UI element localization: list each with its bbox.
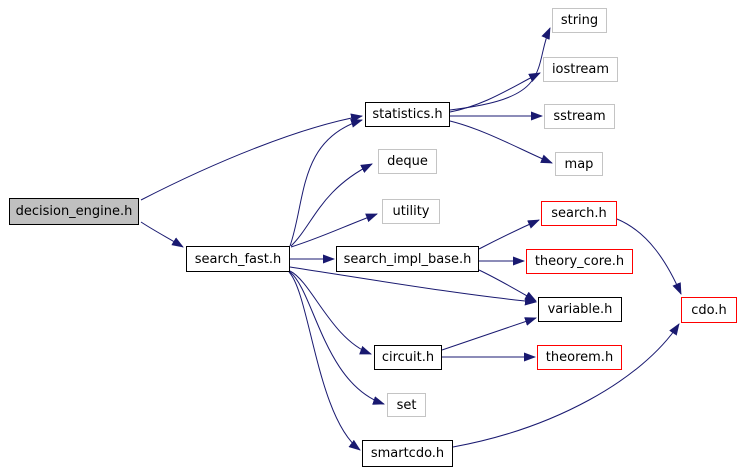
node-theorem_h[interactable]: theorem.h: [537, 345, 622, 370]
edge-statistics_h-to-string: [449, 27, 551, 111]
node-search_fast_h[interactable]: search_fast.h: [186, 246, 290, 272]
node-label: iostream: [551, 62, 610, 77]
node-label: decision_engine.h: [15, 204, 133, 219]
edge-search_fast_h-to-variable_h: [289, 266, 537, 306]
node-label: smartcdo.h: [370, 446, 445, 461]
node-deque: deque: [378, 149, 437, 174]
node-decision_engine_h: decision_engine.h: [9, 198, 139, 225]
node-label: theorem.h: [545, 350, 614, 365]
node-label: search_fast.h: [194, 251, 282, 267]
node-string: string: [552, 8, 607, 33]
node-label: map: [564, 156, 594, 172]
node-label: cdo.h: [691, 302, 727, 318]
node-label: sstream: [553, 109, 606, 124]
edge-decision_engine_h-to-search_fast_h: [140, 221, 184, 248]
node-label: search_impl_base.h: [343, 251, 472, 267]
node-smartcdo_h[interactable]: smartcdo.h: [362, 440, 453, 467]
node-statistics_h[interactable]: statistics.h: [365, 102, 450, 127]
edge-search_impl_base_h-to-search_h: [478, 219, 540, 250]
edge-search_fast_h-to-set: [289, 271, 385, 405]
edge-search_h-to-cdo_h: [616, 218, 682, 295]
edge-statistics_h-to-iostream: [449, 72, 541, 113]
node-set: set: [387, 393, 426, 417]
node-theory_core_h[interactable]: theory_core.h: [526, 249, 633, 274]
node-label: theory_core.h: [534, 254, 625, 269]
edge-smartcdo_h-to-cdo_h: [452, 323, 680, 448]
node-label: circuit.h: [381, 350, 435, 365]
node-map: map: [555, 152, 603, 176]
node-search_h[interactable]: search.h: [541, 201, 617, 226]
node-label: search.h: [551, 206, 607, 221]
node-label: utility: [392, 204, 430, 219]
node-iostream: iostream: [543, 57, 618, 82]
edge-circuit_h-to-variable_h: [441, 317, 537, 351]
edge-statistics_h-to-map: [449, 120, 553, 164]
edge-search_fast_h-to-circuit_h: [289, 270, 372, 355]
node-variable_h[interactable]: variable.h: [538, 297, 622, 322]
node-label: string: [560, 13, 599, 28]
node-search_impl_base_h[interactable]: search_impl_base.h: [336, 246, 479, 272]
node-label: statistics.h: [372, 107, 443, 122]
node-sstream: sstream: [544, 104, 615, 129]
node-cdo_h[interactable]: cdo.h: [681, 297, 737, 323]
node-label: variable.h: [547, 302, 613, 317]
node-circuit_h[interactable]: circuit.h: [374, 345, 442, 370]
node-utility: utility: [382, 199, 440, 224]
node-label: set: [396, 397, 417, 413]
edge-decision_engine_h-to-statistics_h: [140, 113, 363, 201]
edge-search_fast_h-to-deque: [290, 163, 373, 247]
edge-search_fast_h-to-statistics_h: [289, 118, 363, 247]
edge-search_impl_base_h-to-variable_h: [478, 269, 537, 302]
edge-search_fast_h-to-smartcdo_h: [288, 271, 361, 451]
node-label: deque: [387, 154, 428, 169]
edge-search_fast_h-to-utility: [290, 213, 378, 248]
